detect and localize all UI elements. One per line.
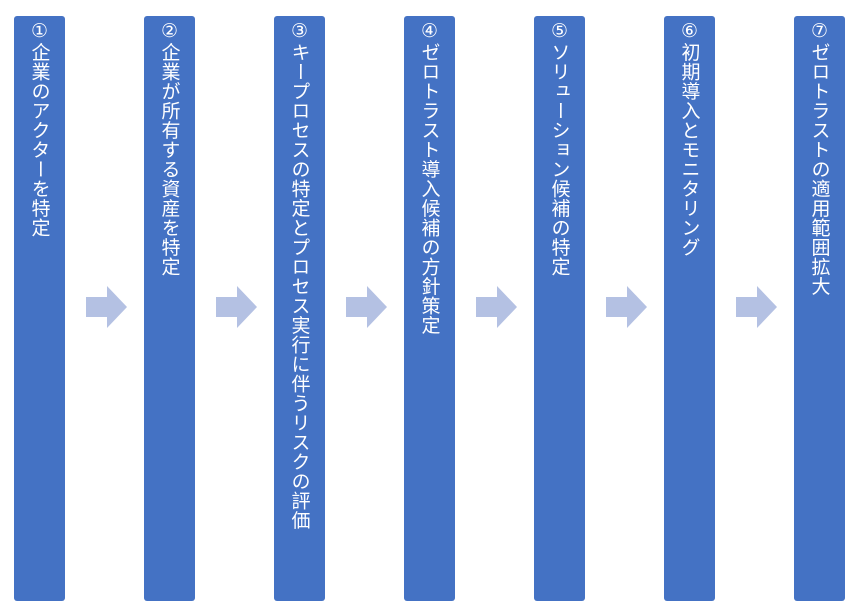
- step-7-label: ⑦ゼロトラストの適用範囲拡大: [808, 20, 831, 296]
- arrow-right-icon: [606, 286, 647, 328]
- step-1-box: ①企業のアクターを特定: [14, 16, 65, 601]
- arrow-right-icon: [86, 286, 127, 328]
- step-1-label: ①企業のアクターを特定: [28, 20, 51, 238]
- arrow-right-icon: [346, 286, 387, 328]
- step-6-box: ⑥初期導入とモニタリング: [664, 16, 715, 601]
- arrow-right-icon: [476, 286, 517, 328]
- step-5-label: ⑤ソリューション候補の特定: [548, 20, 571, 277]
- step-7-box: ⑦ゼロトラストの適用範囲拡大: [794, 16, 845, 601]
- step-3-label: ③キープロセスの特定とプロセス実行に伴うリスクの評価: [288, 20, 311, 530]
- arrow-right-icon: [216, 286, 257, 328]
- step-4-box: ④ゼロトラスト導入候補の方針策定: [404, 16, 455, 601]
- step-5-box: ⑤ソリューション候補の特定: [534, 16, 585, 601]
- step-2-box: ②企業が所有する資産を特定: [144, 16, 195, 601]
- step-3-box: ③キープロセスの特定とプロセス実行に伴うリスクの評価: [274, 16, 325, 601]
- step-2-label: ②企業が所有する資産を特定: [158, 20, 181, 277]
- arrow-right-icon: [736, 286, 777, 328]
- step-6-label: ⑥初期導入とモニタリング: [678, 20, 701, 257]
- step-4-label: ④ゼロトラスト導入候補の方針策定: [418, 20, 441, 335]
